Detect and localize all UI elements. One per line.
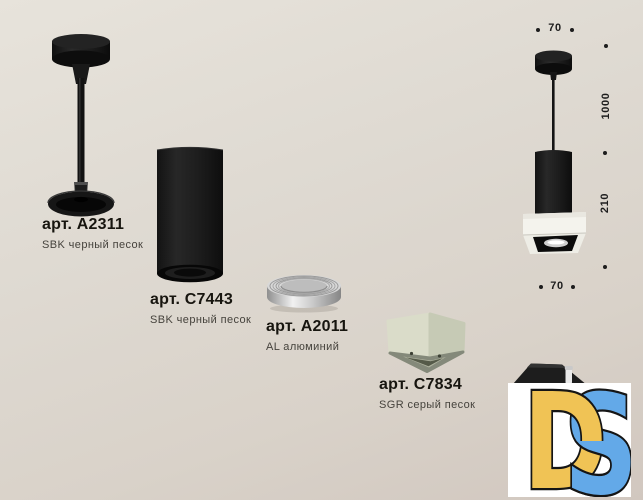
suspension-rod: [77, 78, 85, 188]
product-label-c7834: арт. C7834 SGR серый песок: [379, 376, 475, 411]
product-finish: SBK черный песок: [150, 314, 252, 326]
product-image-c7834: [386, 312, 466, 373]
square-housing: [386, 312, 466, 373]
product-label-a2311: арт. A2311 SBK черный песок: [42, 216, 143, 251]
dimension-cable-length: 1000: [600, 92, 612, 120]
black-canopy-partial-image: [513, 363, 587, 385]
dimension-dot: [603, 265, 607, 269]
dimension-dot: [536, 28, 540, 32]
logo-letter-s-overlay: S: [564, 383, 631, 497]
dimension-dot: [604, 44, 608, 48]
product-finish: AL алюминий: [266, 341, 340, 353]
ceiling-canopy: [52, 34, 110, 68]
dimension-dot: [570, 28, 574, 32]
brand-logo: S D S: [508, 383, 631, 497]
product-label-c7443: арт. C7443 SBK черный песок: [150, 291, 251, 326]
product-finish: SGR серый песок: [379, 399, 476, 411]
pendant-canopy: [535, 50, 572, 80]
pendant-tube: [535, 150, 572, 216]
holder-saucer: [47, 190, 115, 217]
logo-letter-s: S: [564, 383, 631, 497]
dimension-body-height: 210: [599, 192, 611, 214]
product-code: арт. C7834: [379, 376, 462, 393]
canopy-connector: [72, 64, 90, 84]
tube-body: [156, 146, 224, 283]
dimension-dot: [571, 285, 575, 289]
product-image-a2311: [47, 34, 115, 217]
pendant-head: [522, 212, 587, 254]
threaded-ring: [267, 275, 341, 313]
product-code: арт. C7443: [150, 291, 233, 308]
dimension-bottom-width: 70: [550, 280, 564, 292]
logo-letter-d: D: [523, 383, 607, 497]
assembled-pendant-image: [522, 50, 587, 254]
pendant-cable: [552, 74, 555, 152]
product-code: арт. A2011: [266, 318, 349, 335]
product-image-a2011: [267, 275, 341, 313]
dimension-dot: [603, 151, 607, 155]
product-finish: SBK черный песок: [42, 239, 144, 251]
cable-gland: [565, 368, 572, 384]
dimension-top-width: 70: [548, 22, 562, 34]
product-image-c7443: [156, 146, 224, 283]
dimension-dot: [539, 285, 543, 289]
product-code: арт. A2311: [42, 216, 125, 233]
product-label-a2011: арт. A2011 AL алюминий: [266, 318, 348, 353]
